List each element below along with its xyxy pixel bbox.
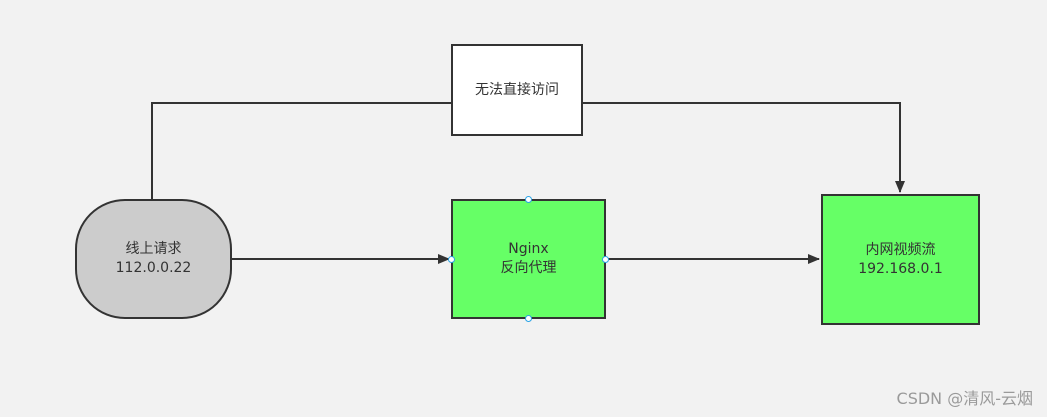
node-nginx-subtitle: 反向代理 bbox=[500, 260, 557, 276]
node-intranet-video-stream[interactable]: 内网视频流 192.168.0.1 bbox=[821, 194, 980, 325]
watermark: CSDN @清风-云烟 bbox=[896, 389, 1033, 408]
node-intranet-stream-title: 内网视频流 bbox=[865, 241, 936, 258]
resize-handle-top[interactable] bbox=[524, 195, 532, 203]
resize-handle-right[interactable] bbox=[601, 255, 609, 263]
node-online-request-ip: 112.0.0.22 bbox=[115, 260, 192, 276]
node-no-direct-access[interactable]: 无法直接访问 bbox=[451, 44, 583, 136]
node-no-direct-access-label: 无法直接访问 bbox=[475, 81, 559, 98]
node-nginx-title: Nginx bbox=[508, 241, 549, 257]
node-online-request-title: 线上请求 bbox=[125, 241, 182, 257]
node-intranet-stream-ip: 192.168.0.1 bbox=[858, 260, 943, 277]
node-nginx-reverse-proxy[interactable]: Nginx 反向代理 bbox=[451, 199, 606, 319]
node-online-request[interactable]: 线上请求 112.0.0.22 bbox=[75, 199, 232, 319]
resize-handle-left[interactable] bbox=[447, 255, 455, 263]
resize-handle-bottom[interactable] bbox=[524, 314, 532, 322]
